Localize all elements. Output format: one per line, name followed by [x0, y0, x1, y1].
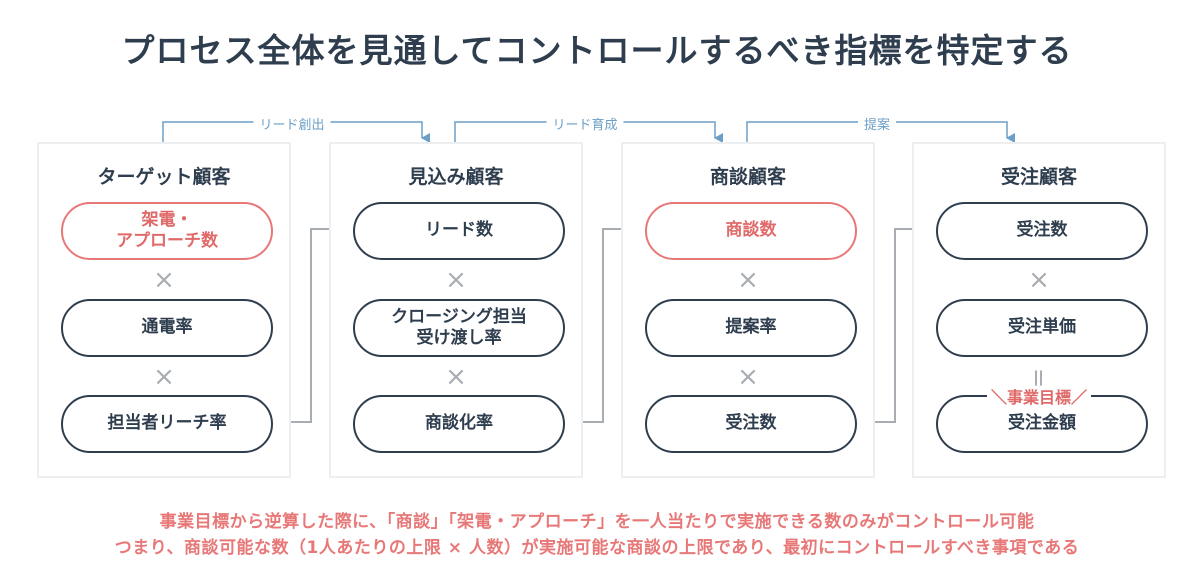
metric-label: リード数: [425, 220, 493, 241]
metric-pill: 商談数: [645, 202, 857, 260]
column-negotiation-customers: 商談顧客 商談数 × 提案率 × 受注数: [621, 142, 875, 478]
metric-label: 提案率: [725, 317, 777, 338]
metric-pill: クロージング担当 受け渡し率: [353, 299, 565, 357]
multiply-icon: ×: [445, 362, 467, 392]
multiply-icon: ×: [1028, 265, 1050, 295]
stage-label-lead-generation: リード創出: [253, 114, 331, 133]
business-goal-label: ＼事業目標／: [914, 384, 1164, 408]
column-target-customers: ターゲット顧客 架電・ アプローチ数 × 通電率 × 担当者リーチ率: [37, 142, 291, 478]
column-title: 見込み顧客: [408, 166, 504, 188]
column-won-customers: 受注顧客 受注数 × 受注単価 = ＼事業目標／ 受注金額: [912, 142, 1166, 478]
flow-arrow-1: [272, 223, 346, 423]
multiply-icon: ×: [153, 362, 175, 392]
metric-label: 商談数: [725, 220, 777, 241]
note-line-2: つまり、商談可能な数（1人あたりの上限 × 人数）が実施可能な商談の上限であり、…: [114, 538, 1080, 558]
column-prospects: 見込み顧客 リード数 × クロージング担当 受け渡し率 × 商談化率: [329, 142, 583, 478]
multiply-icon: ×: [737, 265, 759, 295]
metric-label: 受注単価: [1008, 317, 1076, 338]
metric-pill: 架電・ アプローチ数: [61, 202, 273, 260]
metric-label: 架電・ アプローチ数: [116, 209, 218, 251]
flow-arrow-3: [856, 223, 930, 423]
metric-label: 受注数: [725, 413, 777, 434]
note-line-1: 事業目標から逆算した際に、「商談」「架電・アプローチ」を一人当たりで実施できる数…: [159, 512, 1035, 532]
metric-pill: 受注数: [936, 202, 1148, 260]
metric-label: 受注数: [1016, 220, 1068, 241]
metric-label: 担当者リーチ率: [107, 413, 227, 434]
stage-label-proposal: 提案: [857, 114, 897, 133]
column-title: 商談顧客: [709, 166, 786, 188]
page-title: プロセス全体を見通してコントロールするべき指標を特定する: [121, 31, 1073, 70]
metric-label: クロージング担当 受け渡し率: [391, 306, 527, 348]
metric-pill: 受注数: [645, 395, 857, 453]
multiply-icon: ×: [445, 265, 467, 295]
equals-icon: =: [1025, 367, 1053, 389]
metric-pill: 受注単価: [936, 299, 1148, 357]
metric-pill: 商談化率: [353, 395, 565, 453]
metric-pill: 担当者リーチ率: [61, 395, 273, 453]
metric-pill: リード数: [353, 202, 565, 260]
metric-pill: 提案率: [645, 299, 857, 357]
metric-label: 商談化率: [425, 413, 493, 434]
column-title: 受注顧客: [1000, 166, 1077, 188]
multiply-icon: ×: [153, 265, 175, 295]
metric-label: 通電率: [141, 317, 193, 338]
column-title: ターゲット顧客: [97, 166, 231, 188]
flow-arrow-2: [564, 223, 638, 423]
stage-label-lead-nurturing: リード育成: [546, 114, 624, 133]
metric-label: 受注金額: [1008, 413, 1076, 434]
multiply-icon: ×: [737, 362, 759, 392]
metric-pill: 通電率: [61, 299, 273, 357]
